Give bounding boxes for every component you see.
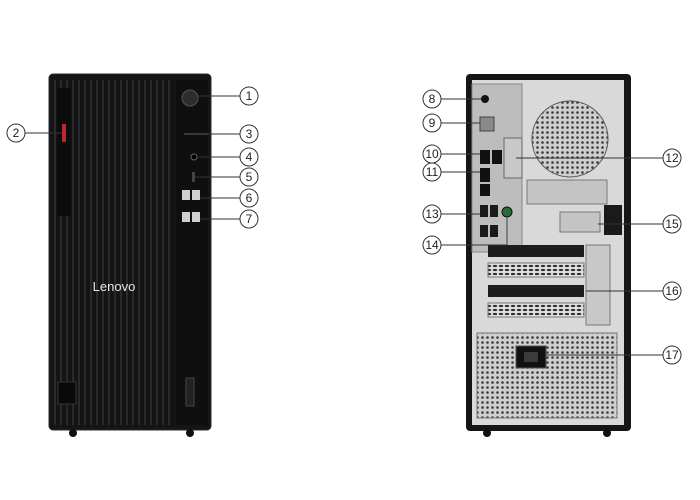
callout-12: 12	[662, 148, 682, 168]
rear-port-10[interactable]	[480, 150, 490, 164]
svg-text:2: 2	[13, 126, 20, 140]
svg-text:15: 15	[665, 217, 679, 231]
rear-port-9[interactable]	[479, 116, 495, 132]
rear-bracket-top	[526, 179, 608, 205]
svg-text:11: 11	[426, 165, 439, 179]
psu-vent	[476, 332, 618, 419]
svg-text:6: 6	[246, 191, 253, 205]
front-foot-left	[69, 429, 77, 437]
rear-handle	[604, 205, 622, 235]
svg-text:5: 5	[246, 170, 253, 184]
power-inlet-socket	[524, 352, 538, 362]
callout-10: 10	[422, 144, 442, 164]
rear-view	[466, 74, 631, 437]
callout-1: 1	[239, 86, 259, 106]
callout-9: 9	[422, 113, 442, 133]
rear-foot-left	[483, 429, 491, 437]
usb-port-icon[interactable]	[182, 190, 200, 222]
callout-7: 7	[239, 209, 259, 229]
rear-port-11[interactable]	[480, 168, 490, 182]
callout-13: 13	[422, 204, 442, 224]
front-ribbed-panel	[54, 80, 174, 425]
callout-8: 8	[422, 89, 442, 109]
svg-text:17: 17	[665, 348, 679, 362]
svg-text:1: 1	[246, 89, 253, 103]
svg-text:3: 3	[246, 127, 253, 141]
rear-usb-ports[interactable]	[480, 205, 498, 237]
rear-port-11b[interactable]	[480, 184, 490, 196]
callout-16: 16	[662, 281, 682, 301]
svg-text:16: 16	[665, 284, 679, 298]
svg-text:4: 4	[246, 150, 253, 164]
kensington-slot-icon[interactable]	[185, 377, 195, 407]
callout-2: 2	[6, 123, 26, 143]
callout-11: 11	[422, 162, 442, 182]
callout-14: 14	[422, 235, 442, 255]
front-view: Lenovo	[48, 73, 212, 437]
audio-jack-icon[interactable]	[190, 153, 198, 161]
svg-text:12: 12	[665, 151, 679, 165]
svg-text:13: 13	[425, 207, 439, 221]
svg-text:14: 14	[425, 238, 439, 252]
card-reader-slot[interactable]	[192, 172, 195, 182]
callout-5: 5	[239, 167, 259, 187]
callout-4: 4	[239, 147, 259, 167]
rear-port-10b[interactable]	[492, 150, 502, 164]
brand-logo: Lenovo	[93, 279, 136, 294]
expansion-slots	[487, 244, 611, 326]
callout-15: 15	[662, 214, 682, 234]
front-side-strip	[57, 88, 71, 216]
fan-grill	[531, 100, 609, 178]
front-bottom-vent	[57, 381, 77, 405]
power-button-icon[interactable]	[181, 89, 199, 107]
callouts: 1 2 3 4 5 6 7 8 9 10 11 12 13 14 15 16 1…	[6, 86, 682, 365]
rear-port-15[interactable]	[559, 211, 601, 233]
svg-text:8: 8	[429, 92, 436, 106]
rear-foot-right	[603, 429, 611, 437]
power-led	[62, 124, 66, 142]
front-foot-right	[186, 429, 194, 437]
callout-6: 6	[239, 188, 259, 208]
svg-text:9: 9	[429, 116, 436, 130]
front-io-panel	[176, 80, 208, 425]
rear-port-8[interactable]	[481, 95, 489, 103]
rear-port-14[interactable]	[501, 206, 513, 218]
callout-3: 3	[239, 124, 259, 144]
svg-text:7: 7	[246, 212, 253, 226]
callout-17: 17	[662, 345, 682, 365]
svg-text:10: 10	[425, 147, 439, 161]
